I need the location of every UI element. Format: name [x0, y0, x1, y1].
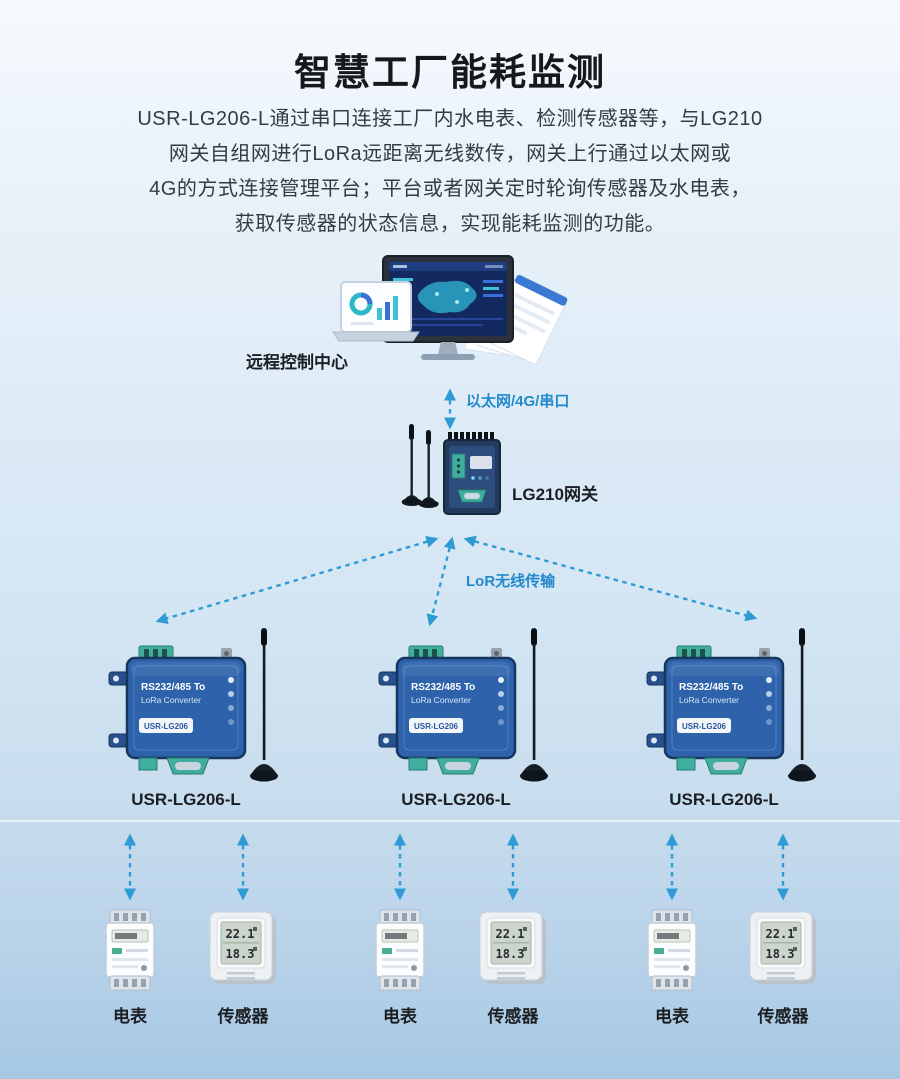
section-divider — [0, 820, 900, 822]
gateway-box-icon — [443, 432, 501, 515]
device-face-line2: LoRa Converter — [679, 695, 739, 705]
uplink-label: 以太网/4G/串口 — [466, 393, 570, 410]
description-line: 4G的方式连接管理平台；平台或者网关定时轮询传感器及水电表， — [149, 178, 751, 200]
device-face-line1: RS232/485 To — [141, 682, 205, 693]
sensor-icon: 22.1 18.3 — [209, 911, 276, 984]
device-label-1: USR-LG206-L — [131, 790, 241, 809]
control-center-illustration — [332, 255, 568, 364]
sensor-label-3: 传感器 — [757, 1007, 809, 1026]
device-body: RS232/485 To LoRa Converter USR-LG206 — [125, 645, 247, 775]
device-face-line2: LoRa Converter — [141, 695, 201, 705]
description-line: 获取传感器的状态信息，实现能耗监测的功能。 — [234, 213, 666, 235]
gateway-antenna-icon — [401, 424, 439, 508]
sensor-reading-top: 22.1 — [766, 927, 795, 941]
meter-icon — [375, 909, 425, 991]
device-body: RS232/485 To LoRa Converter USR-LG206 — [395, 645, 517, 775]
description-line: USR-LG206-L通过串口连接工厂内水电表、检测传感器等，与LG210 — [137, 108, 763, 130]
device-face-line2: LoRa Converter — [411, 695, 471, 705]
page-title: 智慧工厂能耗监测 — [294, 52, 606, 93]
meter-label-1: 电表 — [113, 1007, 147, 1026]
device-label-3: USR-LG206-L — [669, 790, 779, 809]
description: USR-LG206-L通过串口连接工厂内水电表、检测传感器等，与LG210 网关… — [0, 102, 900, 242]
lg206-illustration-2: RS232/485 To LoRa Converter USR-LG206 — [378, 628, 548, 782]
meter-label-3: 电表 — [655, 1007, 689, 1026]
device-mount-ears — [646, 671, 668, 748]
gateway-label: LG210网关 — [512, 485, 598, 504]
device-mount-ears — [108, 671, 130, 748]
device-antenna-icon — [788, 628, 816, 782]
lora-arrow-left — [155, 535, 439, 625]
lg206-illustration-3: RS232/485 To LoRa Converter USR-LG206 — [646, 628, 816, 782]
sensor-reading-top: 22.1 — [226, 927, 255, 941]
device-model-text: USR-LG206 — [682, 722, 727, 731]
meter-icon — [647, 909, 697, 991]
device-body: RS232/485 To LoRa Converter USR-LG206 — [663, 645, 785, 775]
description-line: 网关自组网进行LoRa远距离无线数传，网关上行通过以太网或 — [168, 143, 732, 165]
laptop-icon — [332, 281, 420, 342]
meter-icon — [105, 909, 155, 991]
device-face-line1: RS232/485 To — [679, 682, 743, 693]
gateway-illustration — [401, 424, 501, 515]
device-model-text: USR-LG206 — [414, 722, 459, 731]
lora-arrow-middle — [426, 536, 456, 627]
sensor-reading-bottom: 18.3 — [496, 947, 525, 961]
device-face-line1: RS232/485 To — [411, 682, 475, 693]
sensor-reading-bottom: 18.3 — [766, 947, 795, 961]
sensor-reading-bottom: 18.3 — [226, 947, 255, 961]
device-model-text: USR-LG206 — [144, 722, 189, 731]
sensor-icon: 22.1 18.3 — [479, 911, 546, 984]
device-antenna-icon — [520, 628, 548, 782]
meter-label-2: 电表 — [383, 1007, 417, 1026]
sensor-icon: 22.1 18.3 — [749, 911, 816, 984]
control-center-label: 远程控制中心 — [246, 353, 348, 372]
device-label-2: USR-LG206-L — [401, 790, 511, 809]
lora-label: LoR无线传输 — [466, 573, 556, 590]
sensor-reading-top: 22.1 — [496, 927, 525, 941]
device-antenna-icon — [250, 628, 278, 782]
sensor-label-1: 传感器 — [217, 1007, 269, 1026]
lg206-illustration-1: RS232/485 To LoRa Converter USR-LG206 — [108, 628, 278, 782]
sensor-label-2: 传感器 — [487, 1007, 539, 1026]
